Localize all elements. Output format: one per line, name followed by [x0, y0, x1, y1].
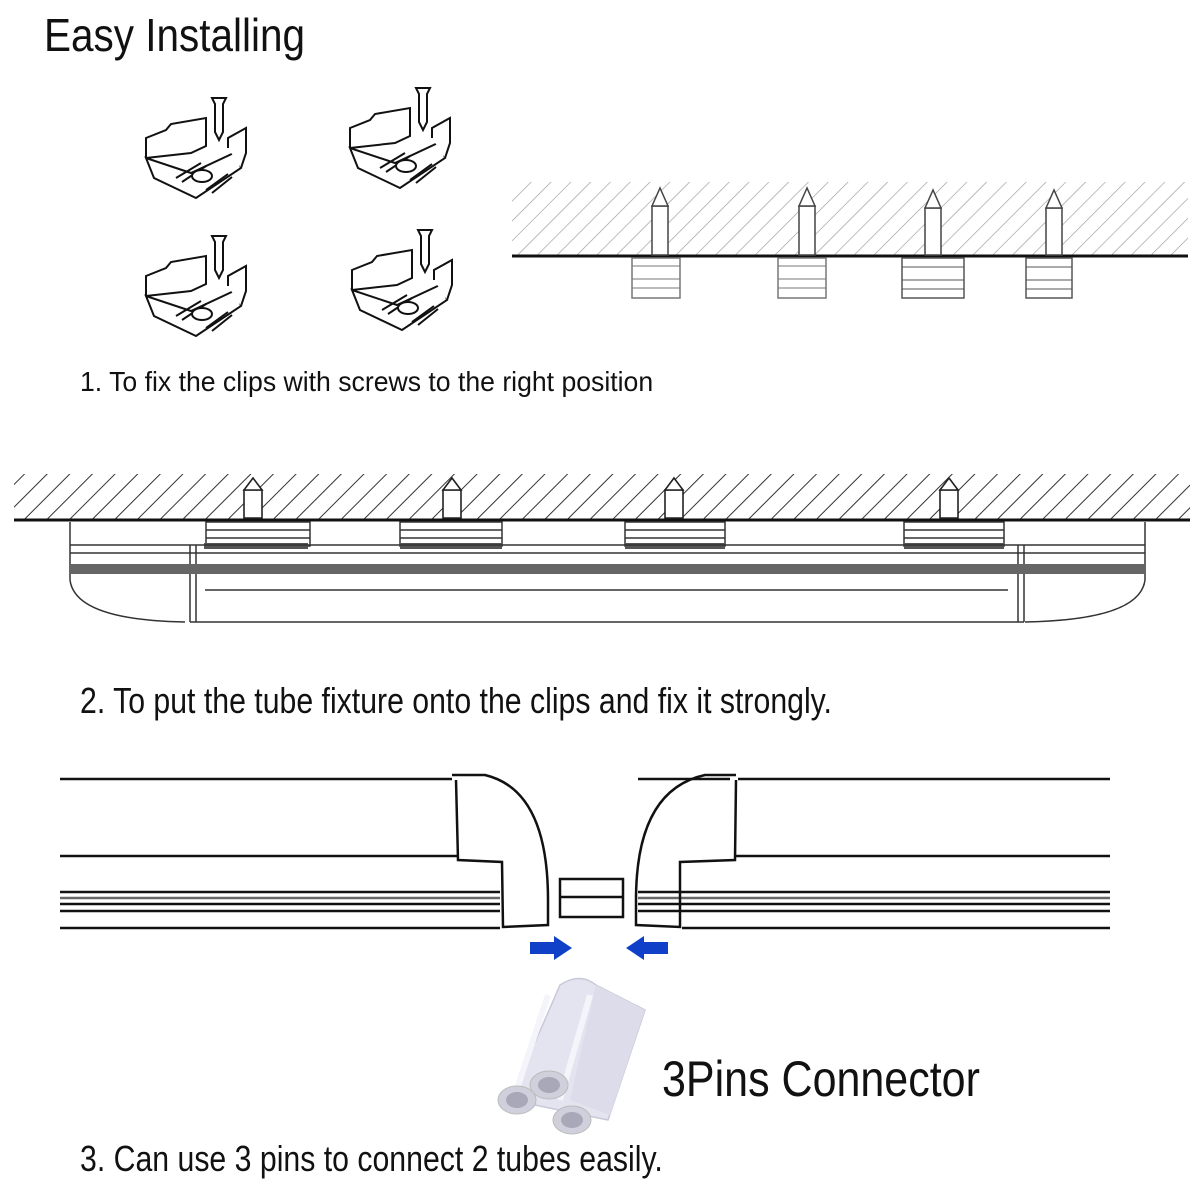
page-title: Easy Installing [44, 9, 306, 61]
clip-illustration [145, 235, 247, 337]
clip-illustration [351, 229, 453, 331]
connector-image [497, 977, 646, 1135]
screw-in-ceiling [901, 188, 965, 299]
ceiling-clips-diagram [512, 182, 1188, 299]
connector-label: 3Pins Connector [662, 1051, 980, 1107]
tube-connection-diagram [60, 773, 1110, 930]
fixture-mount-diagram [14, 474, 1190, 623]
arrow-right-icon [530, 936, 572, 960]
clip-illustration [349, 87, 451, 189]
step-1-caption: 1. To fix the clips with screws to the r… [80, 366, 654, 397]
screw-in-ceiling [1025, 188, 1073, 299]
clip-illustration [145, 97, 247, 199]
step-3-caption: 3. Can use 3 pins to connect 2 tubes eas… [80, 1138, 663, 1179]
arrow-left-icon [626, 936, 668, 960]
screw-in-ceiling [631, 186, 681, 299]
screw-in-ceiling [777, 186, 827, 299]
step-2-caption: 2. To put the tube fixture onto the clip… [80, 680, 832, 721]
